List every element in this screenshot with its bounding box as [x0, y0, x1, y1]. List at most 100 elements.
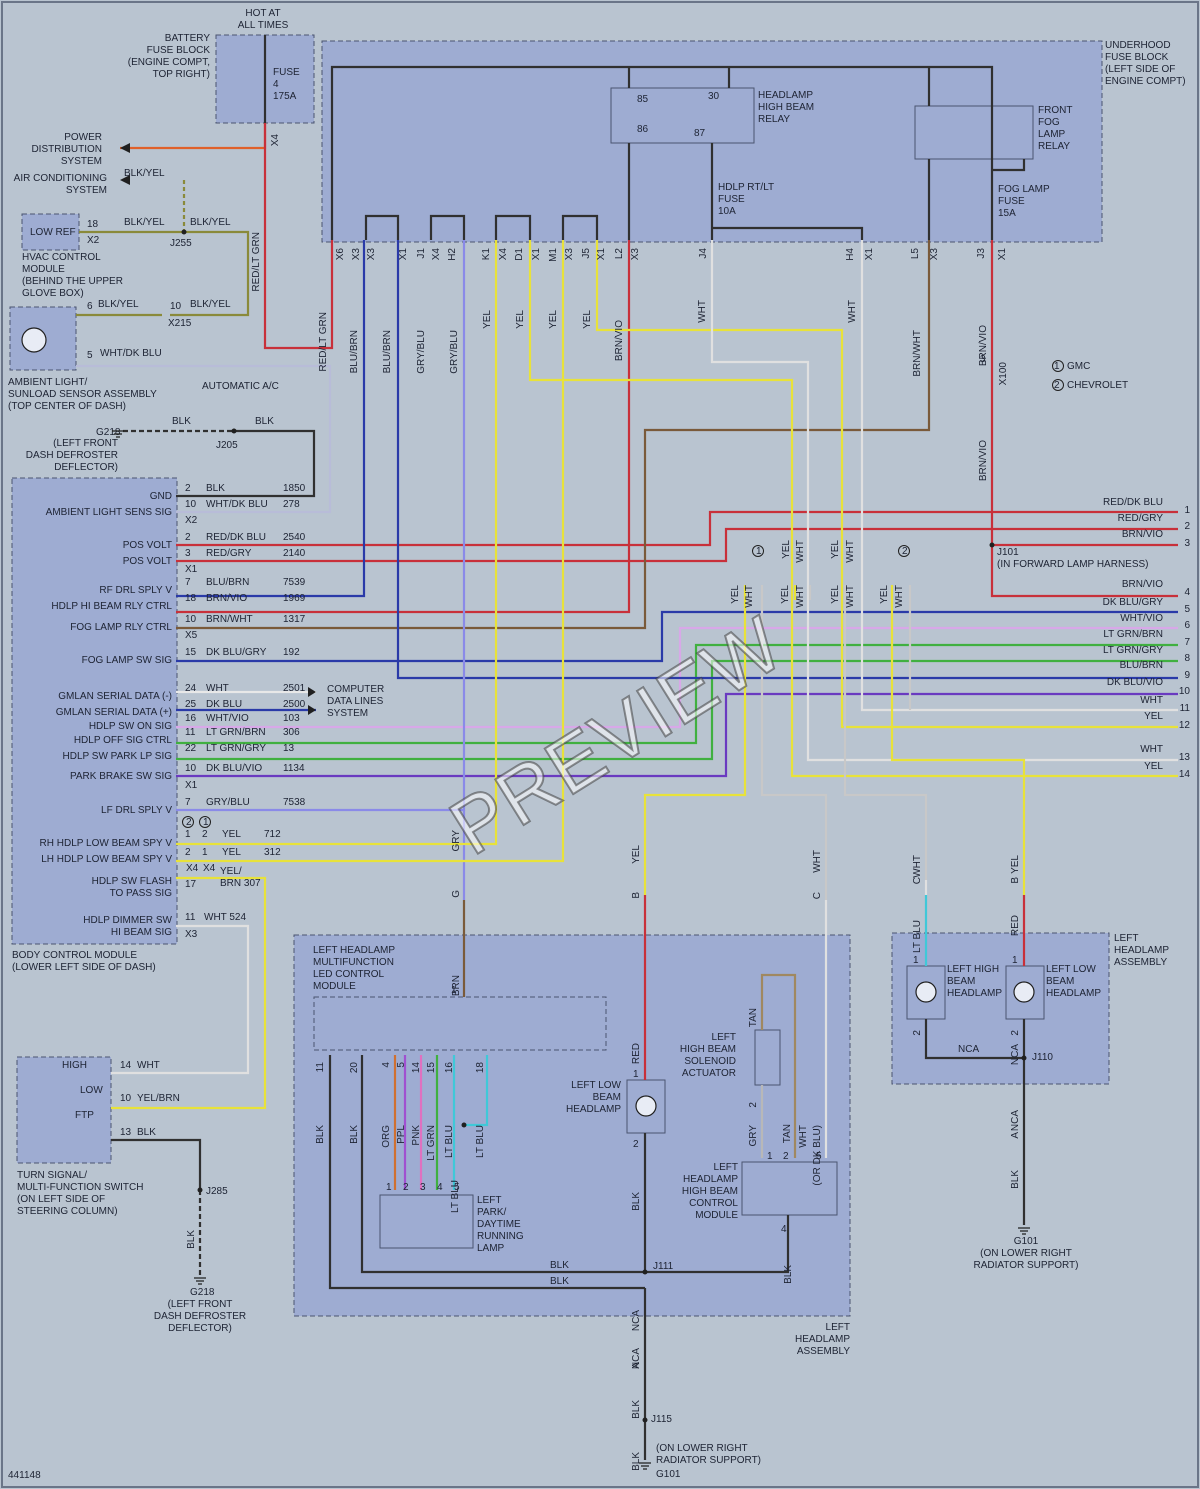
air-cond-label: SYSTEM — [66, 185, 107, 196]
fuse-label: 4 — [273, 79, 279, 90]
underhood-terminal: H4 — [845, 248, 856, 261]
bcm-ckt-10: 103 — [283, 713, 300, 724]
hb-relay-label: HIGH BEAM — [758, 102, 814, 113]
right-assembly-label: HEADLAMP — [1114, 945, 1169, 956]
low-beam-label: LEFT LOW — [571, 1080, 621, 1091]
bcm-sig-4: RF DRL SPLY V — [99, 585, 172, 596]
high-beam-label: LEFT HIGH — [947, 964, 999, 975]
j255: J255 — [170, 238, 192, 249]
option-circle-0 — [1052, 360, 1064, 372]
g218-bot-loc: DASH DEFROSTER — [154, 1311, 246, 1322]
ts-p13: 13 — [120, 1127, 132, 1138]
bcm-pin-14: 7 — [185, 797, 191, 808]
bcm-sig-3: POS VOLT — [123, 556, 172, 567]
drl-lamp-label: PARK/ — [477, 1207, 506, 1218]
drl-lamp-label: RUNNING — [477, 1231, 524, 1242]
blk-2: BLK — [255, 416, 274, 427]
harness-num-5: 6 — [1184, 620, 1190, 631]
ambient-label: (TOP CENTER OF DASH) — [8, 401, 126, 412]
hdlp-fuse-label: 10A — [718, 206, 736, 217]
pin-10: 10 — [170, 301, 182, 312]
g218-top: G218 — [96, 427, 121, 438]
pin-86: 86 — [637, 124, 649, 135]
g218-bot-loc: DEFLECTOR) — [168, 1323, 232, 1334]
flash-pin: 17 — [185, 879, 197, 890]
rh-p1a: 1 — [913, 955, 919, 966]
led-bottom-pin-1: 20 — [349, 1062, 360, 1074]
power-dist-label: DISTRIBUTION — [31, 144, 102, 155]
junction-dot-4 — [1021, 1055, 1027, 1061]
ts-p14: 14 — [120, 1060, 132, 1071]
led-module-label: LEFT HEADLAMP — [313, 945, 395, 956]
rh-p2b: 2 — [1010, 1030, 1021, 1036]
bcm-pin-12: 22 — [185, 743, 197, 754]
flash-wire: YEL/ — [220, 866, 242, 877]
bcm-ckt-12: 13 — [283, 743, 295, 754]
wire-brn-vio-3: BRN/VIO — [978, 440, 989, 481]
computer-label: SYSTEM — [327, 708, 368, 719]
harness-right-label-7: LT GRN/GRY — [1103, 645, 1163, 656]
hvac-module-box — [21, 213, 80, 251]
bcm-pin-4: 7 — [185, 577, 191, 588]
dimmer-sig: HDLP DIMMER SW — [83, 915, 172, 926]
low-ref: LOW REF — [30, 227, 76, 238]
bcm-pin-1: 10 — [185, 499, 197, 510]
bcm-ckt-8: 2501 — [283, 683, 306, 694]
j101-label: (IN FORWARD LAMP HARNESS) — [997, 559, 1149, 570]
lh-pin-a: 2 — [185, 847, 191, 858]
underhood-terminal: J4 — [698, 248, 709, 259]
brn-label: BRN — [451, 975, 462, 996]
harness-right-label-13: YEL — [1144, 761, 1163, 772]
option-circle-1 — [1052, 379, 1064, 391]
lh-low-sig: LH HDLP LOW BEAM SPY V — [41, 854, 172, 865]
sol-p2: 2 — [748, 1102, 759, 1108]
rh-wht: WHT — [912, 855, 923, 878]
blk-j111-b: BLK — [550, 1276, 569, 1287]
flash-sig: TO PASS SIG — [110, 888, 173, 899]
turn-switch-label: (ON LEFT SIDE OF — [17, 1194, 105, 1205]
option-circle-4 — [182, 816, 194, 828]
g101-left: G101 — [656, 1469, 681, 1480]
bcm-pin-10: 16 — [185, 713, 197, 724]
led-module-label: MODULE — [313, 981, 356, 992]
lamp-bulb-1 — [915, 981, 937, 1003]
lb-blk: BLK — [631, 1192, 642, 1211]
option-circle-5 — [199, 816, 211, 828]
g218-top-loc: DEFLECTOR) — [54, 462, 118, 473]
bcm-sig-12: HDLP SW PARK LP SIG — [63, 751, 173, 762]
power-dist-label: POWER — [64, 132, 102, 143]
bcm-sig-13: PARK BRAKE SW SIG — [70, 771, 172, 782]
option-circle-2 — [752, 545, 764, 557]
drl-lamp-label: LEFT — [477, 1195, 501, 1206]
bcm-sig-8: GMLAN SERIAL DATA (-) — [58, 691, 172, 702]
wire-yel-1: YEL — [482, 310, 493, 329]
rh-blk: BLK — [1010, 1170, 1021, 1189]
hvac-label: HVAC CONTROL — [22, 252, 101, 263]
drl-lamp-label: LAMP — [477, 1243, 505, 1254]
harness-right-label-4: DK BLU/GRY — [1103, 597, 1164, 608]
turn-switch-box — [16, 1056, 112, 1164]
hbm-blk: BLK — [783, 1265, 794, 1284]
left-headlamp-assembly-box — [293, 934, 851, 1317]
harness-right-label-1: RED/GRY — [1118, 513, 1164, 524]
arrow-icon-4 — [308, 705, 316, 715]
underhood-terminal: L5 — [910, 248, 921, 260]
bcm-x4a: X4 — [186, 863, 199, 874]
junction-dot-2 — [197, 1187, 203, 1193]
harness-right-label-11: YEL — [1144, 711, 1163, 722]
lh-ckt: 312 — [264, 847, 281, 858]
hb-relay-label: RELAY — [758, 114, 790, 125]
ground-icon-2 — [639, 1462, 651, 1470]
wire-yel-3: YEL — [548, 310, 559, 329]
harness-right-label-0: RED/DK BLU — [1103, 497, 1163, 508]
legend-chev: CHEVROLET — [1067, 380, 1128, 391]
bcm-wire-7: DK BLU/GRY — [206, 647, 267, 658]
underhood-label: (LEFT SIDE OF — [1105, 64, 1175, 75]
opt-label-5: WHT — [845, 585, 856, 608]
rh-lt-blu: LT BLU — [912, 920, 923, 953]
harness-right-label-5: WHT/VIO — [1120, 613, 1163, 624]
wire-blu-brn-2: BLU/BRN — [382, 330, 393, 373]
bcm-sig-7: FOG LAMP SW SIG — [82, 655, 173, 666]
wires — [76, 35, 1178, 1460]
